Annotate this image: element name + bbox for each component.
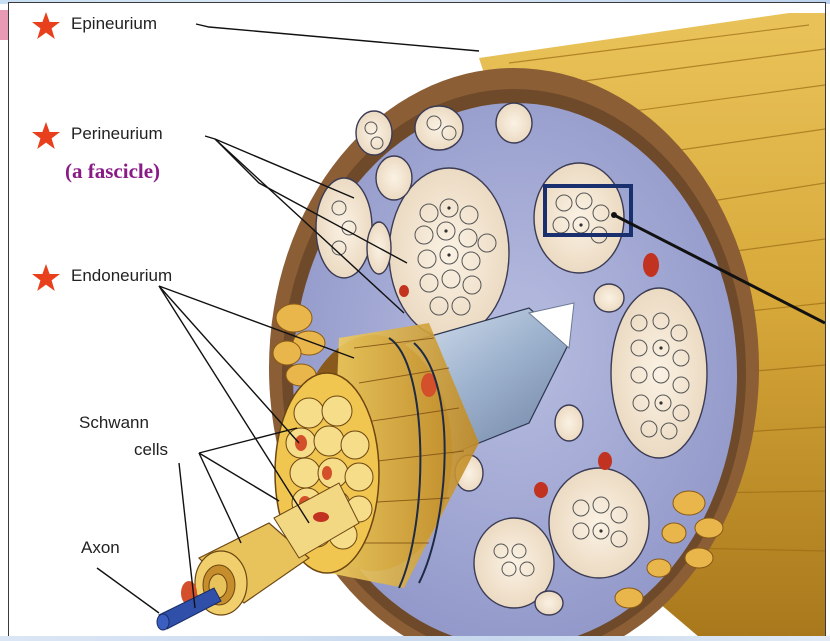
perineurium-label: Perineurium xyxy=(71,124,163,144)
epineurium-label: Epineurium xyxy=(71,14,157,34)
fascicle-note: (a fascicle) xyxy=(65,159,160,184)
schwann-label-line2: cells xyxy=(134,440,168,460)
nerve-cross-section-illustration xyxy=(9,3,825,637)
star-icon xyxy=(31,11,61,41)
slide-bottom-strip xyxy=(0,636,830,641)
star-icon xyxy=(31,121,61,151)
endoneurium-label: Endoneurium xyxy=(71,266,172,286)
axon-label: Axon xyxy=(81,538,120,558)
schwann-label-line1: Schwann xyxy=(79,413,149,433)
diagram-frame: Epineurium Perineurium (a fascicle) Endo… xyxy=(8,2,826,638)
star-icon xyxy=(31,263,61,293)
